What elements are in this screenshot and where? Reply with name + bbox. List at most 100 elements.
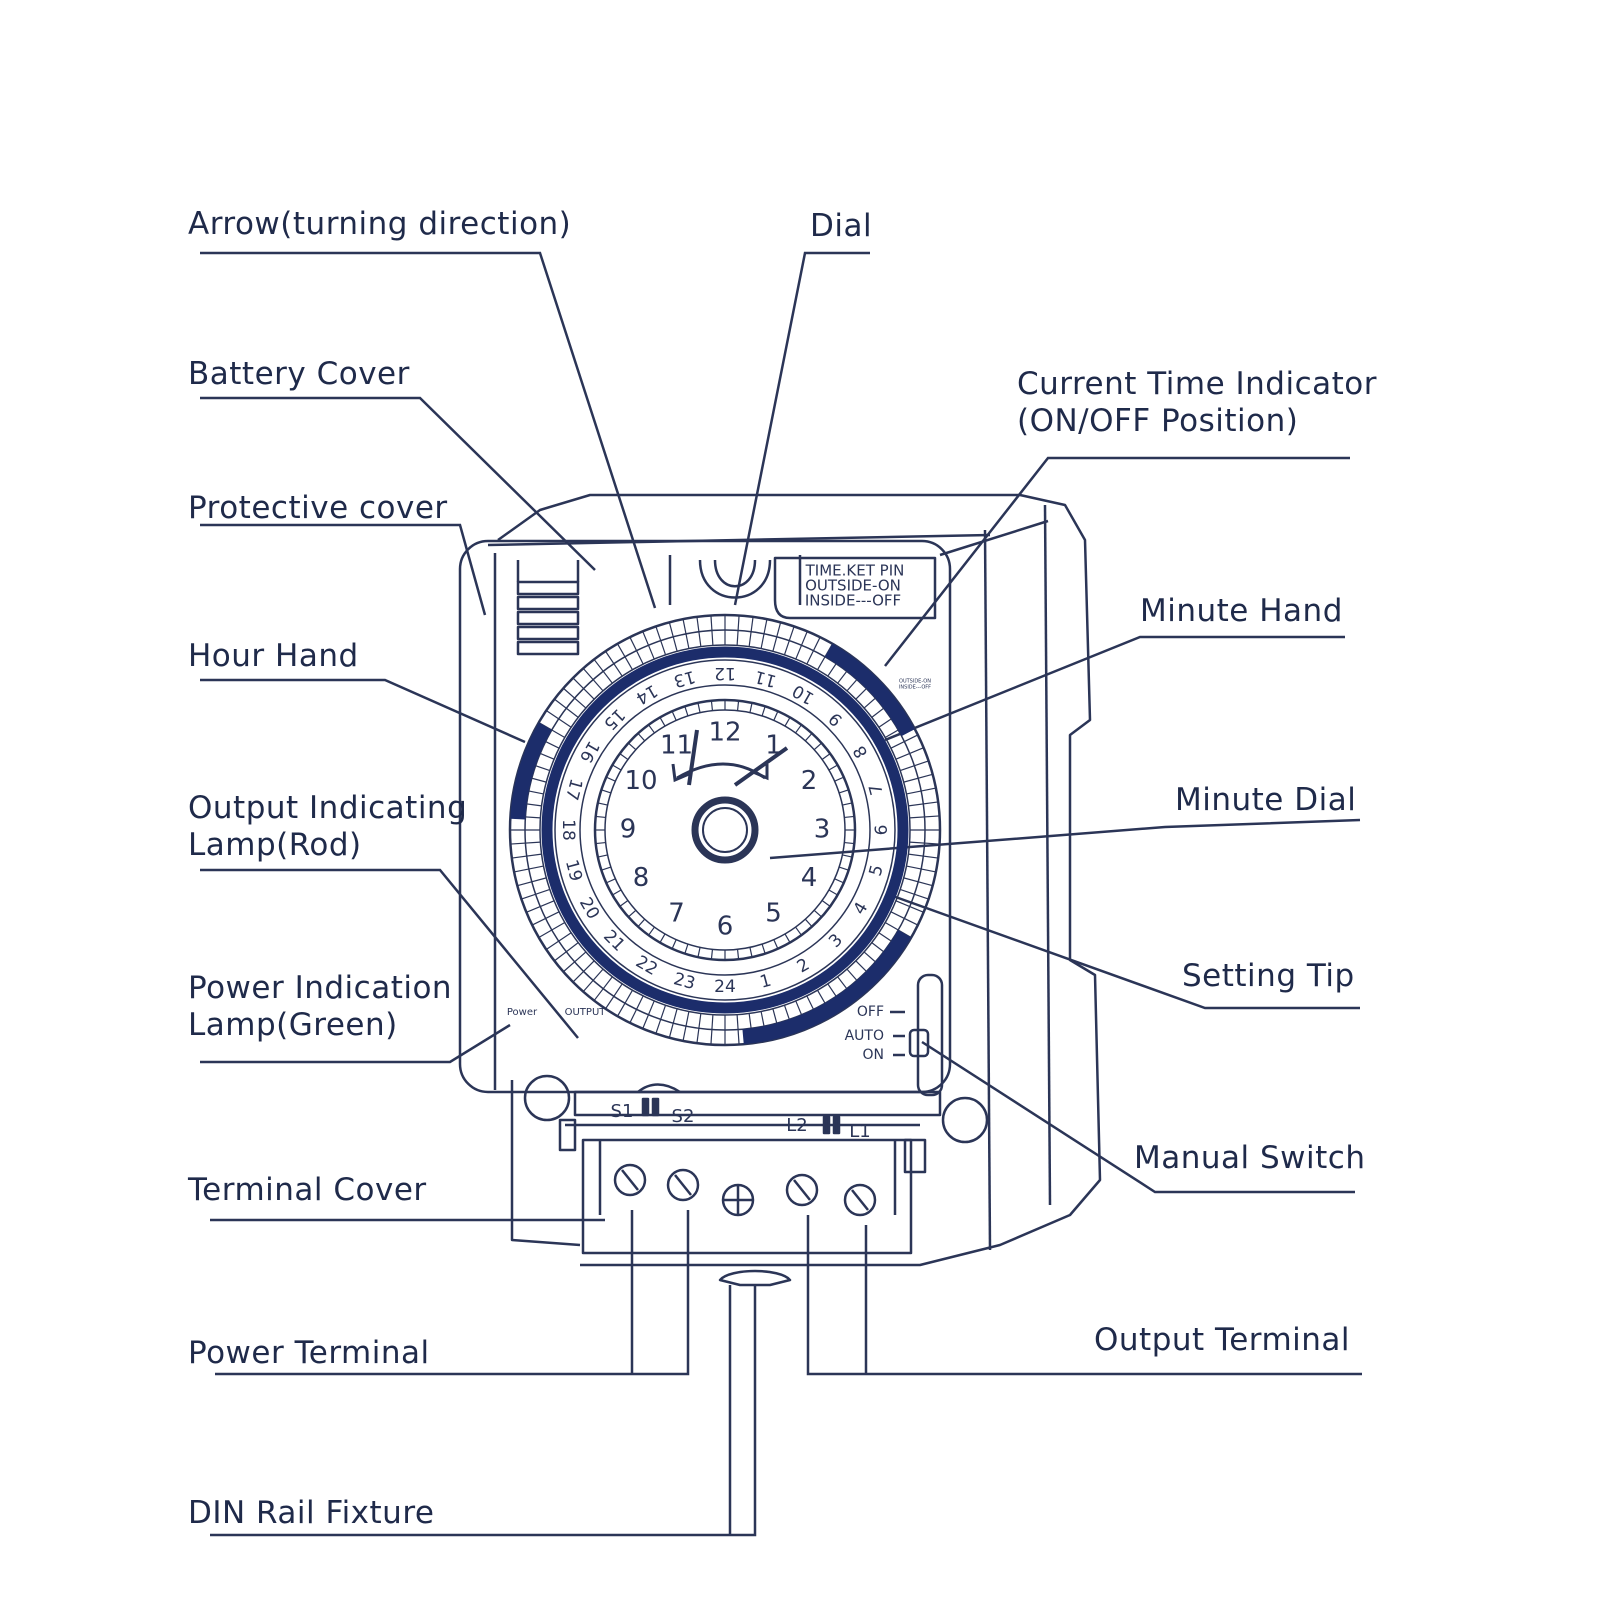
dial-segment-tick	[593, 659, 613, 684]
housing-inner-line	[983, 529, 992, 1251]
dial-segment-tick	[526, 900, 555, 913]
label-power-lamp-line1: Power Indication	[188, 970, 453, 1006]
label-output-terminal: Output Terminal	[1094, 1322, 1351, 1358]
leader-manual-switch	[921, 1040, 1355, 1194]
terminal-screws	[613, 1163, 877, 1217]
left-clip	[558, 1118, 577, 1152]
terminal-label-l2: L2	[786, 1115, 807, 1136]
minute-tick	[619, 753, 629, 760]
label-current-time-indicator: Current Time Indicator (ON/OFF Position)	[1017, 366, 1377, 440]
minute-number: 5	[765, 899, 782, 929]
minute-tick	[842, 802, 853, 806]
minute-tick	[736, 949, 740, 960]
dial-segment-tick	[562, 951, 587, 973]
device-text: TIME.KET PINOUTSIDE-ONINSIDE---OFFOUTSID…	[507, 562, 931, 1143]
dial-thick-ring	[541, 646, 909, 1014]
instruction-line-2: OUTSIDE-ON	[805, 577, 901, 595]
lamp-label-output: OUTPUT	[565, 1007, 607, 1018]
dial-segment-tick	[554, 698, 579, 718]
dial-segment-tick	[545, 932, 572, 950]
center-knob	[691, 796, 759, 864]
pin-holder	[698, 559, 772, 599]
dial-segment-tick	[538, 921, 566, 939]
hour-hand	[687, 729, 699, 786]
minute-number: 2	[801, 766, 818, 796]
label-protective-cover: Protective cover	[188, 490, 448, 526]
minute-tick	[813, 742, 823, 751]
dial-segment-tick	[655, 626, 667, 656]
label-output-lamp-line2: Lamp(Rod)	[188, 827, 362, 863]
minute-number: 6	[717, 912, 734, 942]
dial-segment-tick	[582, 968, 604, 993]
hour-number: 21	[599, 926, 628, 955]
minute-tick	[595, 841, 606, 845]
minute-tick	[710, 700, 714, 711]
terminal-label-l1: L1	[849, 1121, 870, 1142]
lamp-label-power: Power	[507, 1007, 538, 1018]
dial-segment-tick	[895, 747, 924, 760]
manual-switch[interactable]	[890, 973, 944, 1097]
terminal-label-s2: S2	[672, 1106, 695, 1127]
leader-current-time	[884, 456, 1350, 667]
dial-segment-tick	[806, 636, 821, 665]
minute-tick	[844, 815, 855, 819]
minute-tick	[749, 947, 753, 958]
dial-segment-tick	[510, 841, 541, 845]
hour-number: 6	[872, 825, 892, 836]
minute-tick	[736, 700, 740, 711]
dial-segment-tick	[772, 622, 782, 652]
dial-segment-tick	[710, 1014, 714, 1045]
leader-minute-hand	[884, 635, 1345, 742]
minute-tick	[773, 939, 779, 950]
leader-power-lamp	[200, 1023, 511, 1064]
leader-protective-cover	[200, 523, 487, 616]
leader-din-rail	[210, 1285, 757, 1537]
turning-arrow-head-right	[752, 764, 769, 781]
minute-number: 3	[814, 815, 831, 845]
switch-label-auto: AUTO	[845, 1028, 884, 1044]
leader-hour-hand	[200, 678, 526, 744]
label-current-time-indicator-line1: Current Time Indicator	[1017, 366, 1377, 402]
hour-number: 4	[850, 899, 873, 918]
hour-number: 8	[850, 742, 873, 761]
minute-tick	[627, 909, 637, 918]
label-current-time-indicator-line2: (ON/OFF Position)	[1017, 403, 1299, 439]
tiny-note-1: OUTSIDE-ON	[899, 679, 931, 685]
hour-number: 13	[671, 666, 697, 691]
minute-tick	[844, 841, 855, 845]
label-power-terminal: Power Terminal	[188, 1335, 430, 1371]
minute-tick	[828, 764, 838, 771]
minute-tick	[828, 889, 838, 896]
dial-segment-tick	[682, 1011, 690, 1041]
leader-lines	[200, 251, 1362, 1537]
minute-tick	[605, 878, 616, 884]
dial-segment-tick	[903, 773, 933, 783]
dial-segment-tick	[642, 1000, 655, 1029]
label-output-lamp: Output Indicating Lamp(Rod)	[188, 790, 467, 864]
dial-segment-tick	[899, 888, 929, 900]
dial-segment-tick	[572, 677, 595, 700]
minute-tick	[784, 933, 791, 943]
dial-segment-tick	[616, 989, 634, 1017]
minute-tick	[619, 900, 629, 907]
leader-current-time-2	[939, 519, 1049, 557]
left-post	[523, 1074, 571, 1122]
label-minute-hand: Minute Hand	[1140, 593, 1343, 629]
center-knob-inner	[702, 807, 748, 853]
hour-number: 12	[714, 663, 736, 683]
minute-tick	[761, 706, 766, 717]
minute-number: 12	[708, 718, 741, 748]
hour-number: 2	[794, 955, 813, 978]
housing-side-line	[1043, 504, 1052, 1206]
minute-tick	[601, 789, 612, 794]
hour-number: 23	[671, 969, 697, 994]
minute-tick	[710, 949, 714, 960]
label-din-rail: DIN Rail Fixture	[188, 1495, 435, 1531]
label-dial: Dial	[810, 208, 873, 244]
dial-segment-tick	[903, 877, 933, 887]
minute-tick	[821, 900, 831, 907]
dial-segment-tick	[629, 995, 644, 1024]
minute-number: 7	[668, 899, 685, 929]
din-rail-clip	[718, 1269, 792, 1287]
minute-tick	[821, 753, 831, 760]
